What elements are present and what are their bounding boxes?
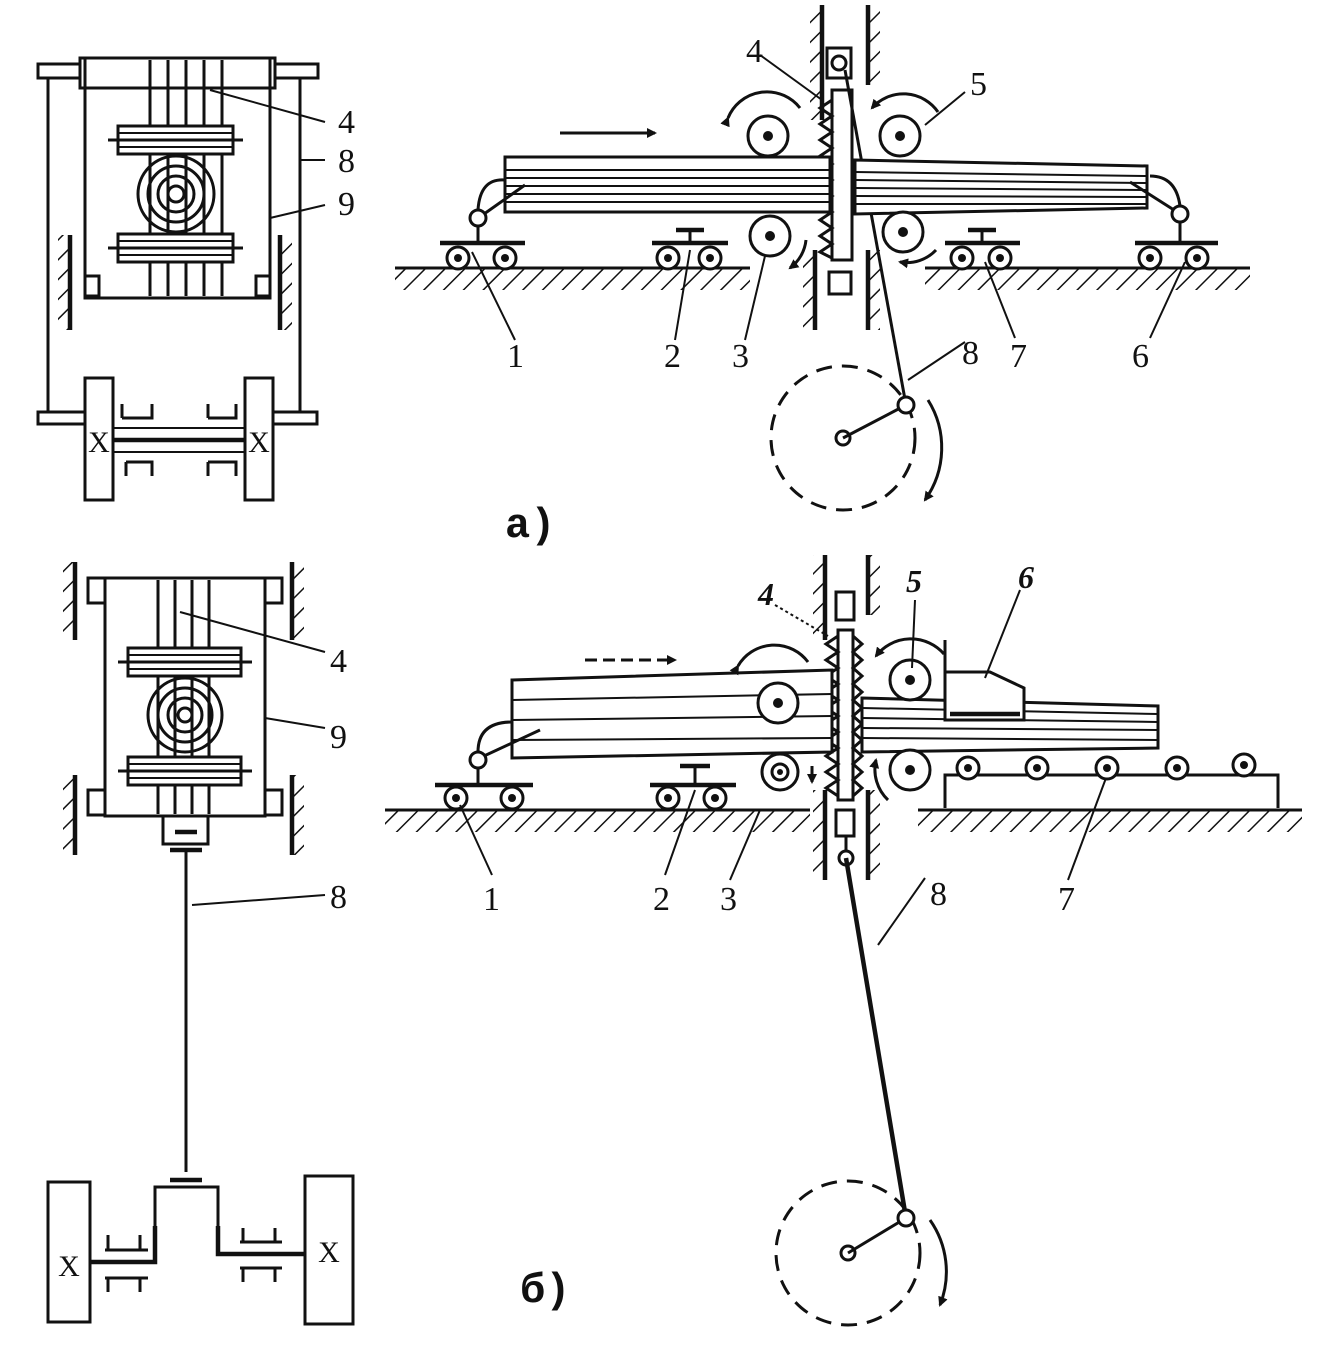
label-5-main-a: 5 [970, 66, 987, 103]
svg-text:X: X [88, 426, 110, 459]
roller-upper-left-a [720, 90, 802, 158]
diagram-a-side-view: X X 4 8 9 [36, 56, 355, 502]
carriage-2-a [652, 227, 728, 271]
svg-text:X: X [248, 426, 270, 459]
boards-right-a [853, 158, 1149, 216]
crank-a [769, 364, 944, 512]
log-cross-section-a [136, 154, 216, 234]
svg-text:X: X [58, 1250, 80, 1283]
diagram-b-side-view: X X 4 9 8 [46, 562, 355, 1326]
roller-lower-left-b [760, 752, 817, 792]
label-5-main-b: 5 [906, 563, 922, 599]
svg-text:X: X [318, 1236, 340, 1269]
carriage-2-b [650, 763, 736, 811]
label-4-side-a: 4 [338, 104, 355, 141]
log-left-b [510, 668, 834, 760]
label-7-main-b: 7 [1058, 881, 1075, 918]
label-8-side-a: 8 [338, 143, 355, 180]
label-9-side-b: 9 [330, 719, 347, 756]
log-left-a [503, 155, 832, 214]
roller-conveyor-7-b [943, 752, 1280, 808]
label-8-side-b: 8 [330, 879, 347, 916]
caption-a: а) [505, 502, 555, 550]
label-6-main-b: 6 [1018, 559, 1034, 595]
label-9-side-a: 9 [338, 186, 355, 223]
label-7-main-a: 7 [1010, 338, 1027, 375]
roller-lower-left-a [748, 214, 808, 270]
label-3-main-b: 3 [720, 881, 737, 918]
roller-upper-left-b [729, 643, 810, 725]
label-4-main-a: 4 [746, 33, 763, 70]
roller-lower-right-b [869, 748, 932, 802]
label-1-main-a: 1 [507, 338, 524, 375]
label-3-main-a: 3 [732, 338, 749, 375]
label-1-main-b: 1 [483, 881, 500, 918]
roller-lower-right-a [881, 210, 938, 269]
label-8-main-a: 8 [962, 335, 979, 372]
label-2-main-a: 2 [664, 338, 681, 375]
label-8-main-b: 8 [930, 876, 947, 913]
carriage-1-b [435, 720, 541, 811]
carriage-1-a [440, 178, 526, 271]
caption-b: б) [520, 1267, 570, 1315]
diagram-b-main-view: 4 5 6 1 2 3 8 7 б) [385, 555, 1302, 1327]
label-2-main-b: 2 [653, 881, 670, 918]
carriage-6-a [1129, 174, 1218, 271]
crank-b [774, 1179, 948, 1327]
label-4-side-b: 4 [330, 643, 347, 680]
carriage-7-a [945, 227, 1020, 271]
roller-upper-right-b [874, 637, 946, 702]
diagram-a-main-view: 4 5 1 2 3 8 7 6 а) [395, 5, 1250, 550]
roller-upper-right-a [870, 92, 940, 158]
label-6-main-a: 6 [1132, 338, 1149, 375]
label-4-main-b: 4 [757, 576, 774, 612]
